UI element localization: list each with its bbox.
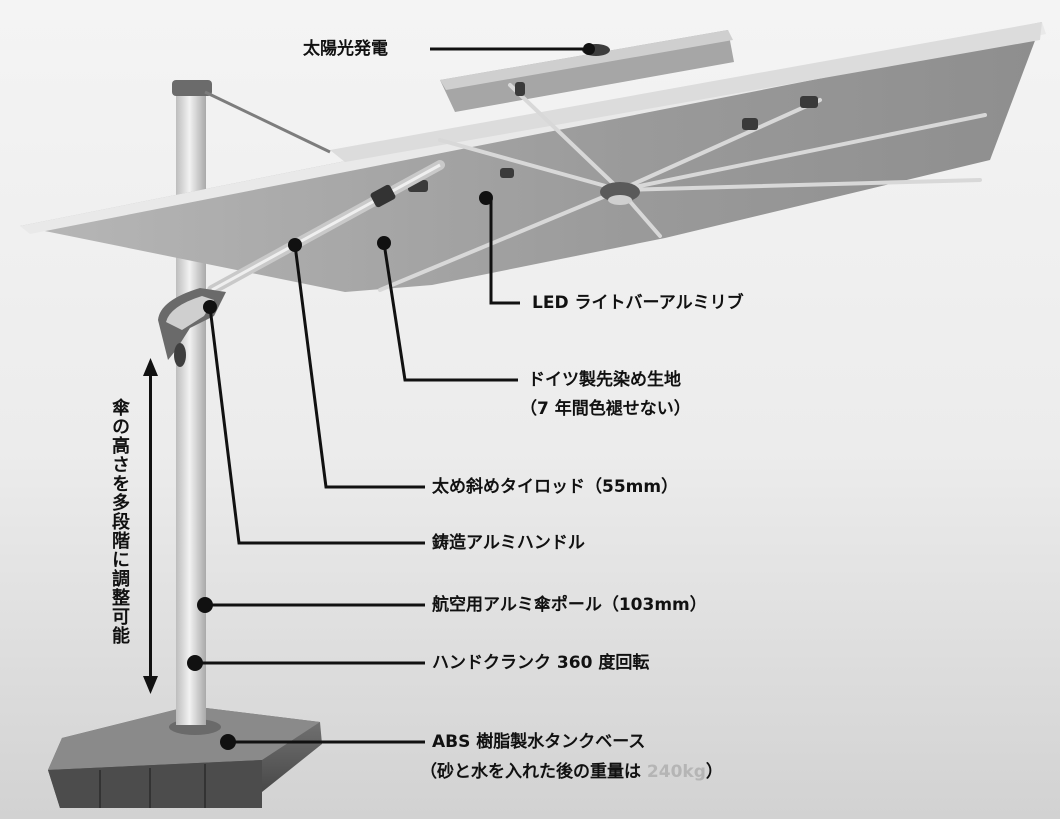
tie-rod xyxy=(207,160,445,295)
label-crank: ハンドクランク 360 度回転 xyxy=(432,653,650,673)
label-fabric-note: （7 年間色褪せない） xyxy=(520,399,691,419)
label-solar: 太陽光発電 xyxy=(303,39,388,59)
water-tank-base xyxy=(48,706,322,808)
main-canopy xyxy=(20,22,1046,292)
label-led-rib: LED ライトバーアルミリブ xyxy=(532,293,744,313)
label-base-weight: （砂と水を入れた後の重量は 240kg） xyxy=(420,761,723,783)
pole xyxy=(172,80,212,725)
label-base: ABS 樹脂製水タンクベース xyxy=(432,732,646,752)
base-weight-suffix: ） xyxy=(705,762,723,782)
base-weight-value: 240kg xyxy=(646,762,706,782)
label-height-adjust: 傘の高さを多段階に調整可能 xyxy=(109,398,130,645)
base-weight-prefix: （砂と水を入れた後の重量は xyxy=(420,762,647,782)
callout-lines xyxy=(195,47,584,744)
callout-dots xyxy=(187,43,595,750)
label-fabric: ドイツ製先染め生地 xyxy=(528,370,681,390)
crank-knob xyxy=(174,343,186,367)
height-arrow xyxy=(143,358,158,694)
support-strut xyxy=(204,90,331,154)
label-tie-rod: 太め斜めタイロッド（55mm） xyxy=(432,477,679,497)
label-handle: 鋳造アルミハンドル xyxy=(432,533,585,553)
label-pole: 航空用アルミ傘ポール（103mm） xyxy=(432,595,707,615)
